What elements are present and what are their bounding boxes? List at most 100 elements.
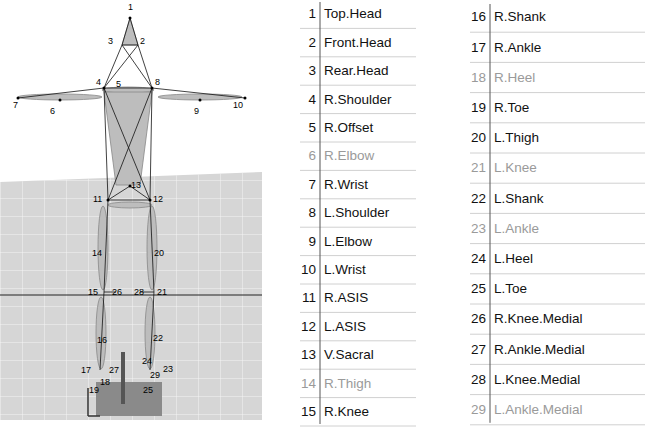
marker-number: 9	[308, 235, 316, 249]
table-rule	[300, 198, 416, 199]
table-rule	[470, 304, 645, 305]
marker-name: R.Ankle	[494, 41, 541, 55]
marker-number: 11	[302, 291, 316, 305]
marker-number: 17	[471, 41, 486, 55]
callout-number: 17	[81, 366, 91, 375]
marker-number: 29	[471, 403, 486, 417]
marker-number: 26	[471, 312, 486, 326]
callout-number: 24	[142, 357, 152, 366]
callout-number: 16	[97, 336, 107, 345]
bone-segments	[18, 18, 242, 369]
callout-number: 23	[163, 365, 173, 374]
callout-number: 19	[89, 386, 99, 395]
table-rule	[300, 85, 416, 86]
table-rule	[300, 340, 416, 341]
marker-number: 4	[308, 93, 316, 107]
marker-name: L.Ankle.Medial	[494, 403, 583, 417]
marker-number: 18	[471, 71, 486, 85]
marker-name: R.Shank	[494, 10, 546, 24]
callout-number: 18	[100, 378, 110, 387]
table-rule	[470, 243, 645, 244]
marker-number: 1	[308, 7, 316, 21]
callout-number: 9	[194, 107, 199, 116]
marker-number: 13	[301, 348, 316, 362]
callout-number: 26	[112, 288, 122, 297]
axis-line	[0, 294, 262, 295]
marker-name: L.Elbow	[324, 235, 372, 249]
callout-number: 28	[134, 288, 144, 297]
marker-name: R.Wrist	[324, 178, 368, 192]
marker-name: L.Thigh	[494, 131, 539, 145]
callout-number: 14	[92, 249, 102, 258]
marker-name: R.Thigh	[324, 377, 371, 391]
callout-number: 12	[153, 195, 163, 204]
table-rule	[300, 369, 416, 370]
table-rule	[300, 113, 416, 114]
callout-number: 6	[50, 107, 55, 116]
marker-name: L.Knee.Medial	[494, 373, 580, 387]
callout-number: 2	[140, 37, 145, 46]
marker-number: 2	[308, 36, 316, 50]
callout-number: 10	[233, 101, 243, 110]
table-rule	[490, 4, 491, 423]
table-rule	[300, 284, 416, 285]
marker-name: L.Heel	[494, 252, 533, 266]
callout-number: 21	[157, 288, 167, 297]
marker-number: 10	[301, 263, 316, 277]
table-rule	[470, 153, 645, 154]
marker-number: 19	[471, 101, 486, 115]
marker-name: L.Shank	[494, 192, 544, 206]
marker-name: R.Elbow	[324, 149, 374, 163]
callout-number: 8	[155, 78, 160, 87]
table-rule	[300, 426, 416, 427]
marker-name: R.Offset	[324, 121, 373, 135]
marker-name: L.ASIS	[324, 320, 366, 334]
table-rule	[320, 2, 321, 424]
table-rule	[470, 394, 645, 395]
marker-number: 7	[308, 178, 316, 192]
marker-number: 21	[471, 161, 486, 175]
force-plate	[96, 382, 162, 416]
table-rule	[470, 62, 645, 63]
marker-number: 12	[301, 320, 316, 334]
callout-number: 20	[154, 249, 164, 258]
marker-name: Front.Head	[324, 36, 392, 50]
callout-number: 29	[150, 371, 160, 380]
table-rule	[300, 397, 416, 398]
callout-number: 7	[13, 101, 18, 110]
marker-number: 23	[471, 222, 486, 236]
table-rule	[470, 334, 645, 335]
marker-number: 15	[301, 405, 316, 419]
marker-number: 22	[471, 192, 486, 206]
table-rule	[470, 183, 645, 184]
callout-number: 27	[109, 366, 119, 375]
table-rule	[470, 364, 645, 365]
callout-number: 25	[143, 386, 153, 395]
callout-number: 1	[128, 3, 133, 12]
callout-number: 22	[153, 334, 163, 343]
callout-number: 11	[93, 195, 102, 204]
callout-number: 5	[116, 80, 121, 89]
marker-number: 20	[471, 131, 486, 145]
marker-name: L.Knee	[494, 161, 537, 175]
table-rule	[300, 56, 416, 57]
marker-name: Rear.Head	[324, 64, 389, 78]
marker-number: 3	[308, 64, 316, 78]
marker-name: R.Knee	[324, 405, 369, 419]
marker-name: R.Knee.Medial	[494, 312, 583, 326]
table-rule	[300, 170, 416, 171]
marker-name: L.Toe	[494, 282, 527, 296]
marker-name: R.Ankle.Medial	[494, 343, 585, 357]
marker-name: R.Heel	[494, 71, 535, 85]
marker-name: L.Shoulder	[324, 206, 389, 220]
marker-name: R.Shoulder	[324, 93, 392, 107]
callout-number: 15	[88, 288, 98, 297]
marker-name: R.Toe	[494, 101, 529, 115]
callout-number: 3	[108, 37, 113, 46]
marker-number: 6	[308, 149, 316, 163]
marker-number: 16	[471, 10, 486, 24]
marker-name: Top.Head	[324, 7, 382, 21]
callout-number: 13	[131, 181, 141, 190]
